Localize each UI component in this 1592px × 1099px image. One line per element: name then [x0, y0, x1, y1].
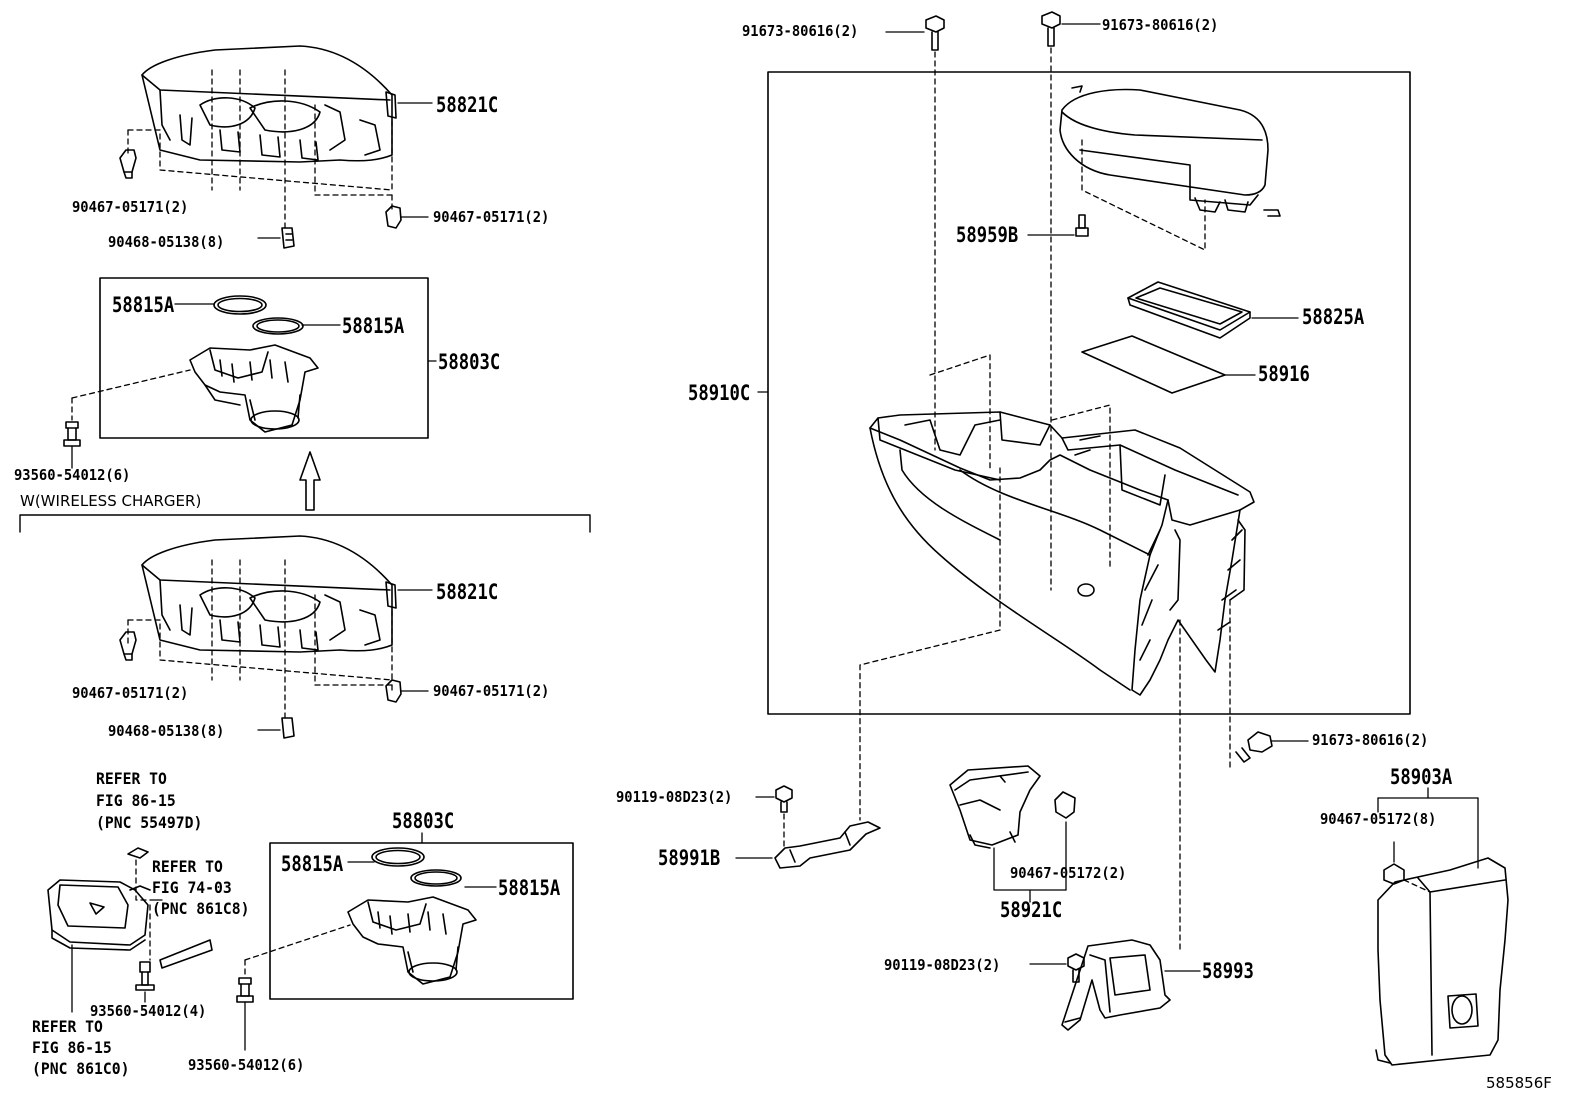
label-90467-05171-top-left: 90467-05171(2)	[72, 198, 189, 216]
label-58959b: 58959B	[956, 223, 1019, 247]
upper-panel-58821c-top	[141, 45, 397, 163]
cup-holder-lower	[347, 847, 477, 985]
label-93560-54012-box1: 93560-54012(6)	[14, 466, 131, 484]
box2-dashed	[244, 924, 351, 976]
label-58825a: 58825A	[1302, 305, 1365, 329]
label-58910c: 58910C	[688, 381, 751, 405]
box-58803c-wireless	[99, 277, 429, 439]
bracket-58991b	[735, 785, 881, 869]
label-58821c-top: 58821C	[436, 93, 499, 117]
top-clips	[119, 149, 402, 249]
label-58815a-box1-right: 58815A	[342, 314, 405, 338]
label-58903a: 58903A	[1390, 765, 1453, 789]
label-90467-05171-mid-right: 90467-05171(2)	[433, 682, 550, 700]
box1-dashed	[71, 369, 191, 421]
refer-861c8-line3: (PNC 861C8)	[152, 899, 250, 918]
screw-58959b	[1027, 214, 1089, 237]
refer-861c0-line3: (PNC 861C0)	[32, 1059, 130, 1078]
box-58910c	[767, 71, 1411, 715]
label-90119-08d23-lower: 90119-08D23(2)	[884, 956, 1001, 974]
box2-leaders	[347, 861, 497, 888]
label-91673-80616-lower: 91673-80616(2)	[1312, 731, 1429, 749]
label-93560-54012-6-bottom: 93560-54012(6)	[188, 1056, 305, 1074]
armrest-lid	[1059, 85, 1281, 217]
box-58910c-dashed	[859, 47, 1231, 951]
refer-861c8-line1: REFER TO	[152, 857, 223, 876]
refer-55497d-line1: REFER TO	[96, 769, 167, 788]
cover-58903a-dashed	[1403, 879, 1431, 893]
label-91673-80616-top-right: 91673-80616(2)	[1102, 16, 1219, 34]
box1-leaders	[71, 303, 437, 469]
cup-holder-top	[189, 295, 319, 433]
label-90468-05138-top: 90468-05138(8)	[108, 233, 225, 251]
label-58916: 58916	[1258, 362, 1310, 386]
label-58815a-box2-left: 58815A	[281, 852, 344, 876]
variant-bracket	[19, 514, 591, 533]
label-58815a-box2-right: 58815A	[498, 876, 561, 900]
box2-screw	[236, 977, 254, 1051]
tray-58825a	[1127, 281, 1299, 339]
label-58803c-box2: 58803C	[392, 809, 455, 833]
diagram-reference-code: 585856F	[1486, 1074, 1552, 1092]
label-58991b: 58991B	[658, 846, 721, 870]
charger-leaders	[71, 899, 163, 1013]
label-90468-05138-mid: 90468-05138(8)	[108, 722, 225, 740]
console-box-body	[869, 411, 1255, 696]
refer-861c8-line2: FIG 74-03	[152, 878, 232, 897]
mat-58916	[1081, 335, 1256, 394]
cover-58903a	[1375, 787, 1509, 1066]
label-90467-05171-top-right: 90467-05171(2)	[433, 208, 550, 226]
label-wireless-charger-variant: W(WIRELESS CHARGER)	[20, 492, 202, 510]
label-58803c-box1: 58803C	[438, 350, 501, 374]
bolt-91673-top-left	[885, 15, 945, 51]
upper-panel-58821c-mid	[119, 535, 433, 739]
label-58993: 58993	[1202, 959, 1254, 983]
refer-55497d-line3: (PNC 55497D)	[96, 813, 203, 832]
label-90119-08d23-upper: 90119-08D23(2)	[616, 788, 733, 806]
bolt-91673-lower	[1235, 731, 1309, 763]
refer-55497d-line2: FIG 86-15	[96, 791, 176, 810]
refer-861c0-line1: REFER TO	[32, 1017, 103, 1036]
top-leaders	[257, 102, 433, 239]
label-58821c-mid: 58821C	[436, 580, 499, 604]
box1-screw	[63, 421, 81, 447]
variant-arrow	[299, 451, 321, 511]
label-90467-05172-8: 90467-05172(8)	[1320, 810, 1437, 828]
charger-dashed	[135, 859, 151, 961]
bracket-58993	[1029, 939, 1201, 1031]
label-58921c: 58921C	[1000, 898, 1063, 922]
bolt-91673-top-right	[1041, 11, 1101, 47]
top-dashed-guides	[127, 69, 393, 231]
label-90467-05172-2: 90467-05172(2)	[1010, 864, 1127, 882]
label-58815a-box1-left: 58815A	[112, 293, 175, 317]
cover-58921c	[949, 765, 1076, 903]
label-91673-80616-top-left: 91673-80616(2)	[742, 22, 859, 40]
label-93560-54012-4: 93560-54012(4)	[90, 1002, 207, 1020]
wireless-charger-module	[47, 847, 213, 991]
label-90467-05171-mid-left: 90467-05171(2)	[72, 684, 189, 702]
refer-861c0-line2: FIG 86-15	[32, 1038, 112, 1057]
